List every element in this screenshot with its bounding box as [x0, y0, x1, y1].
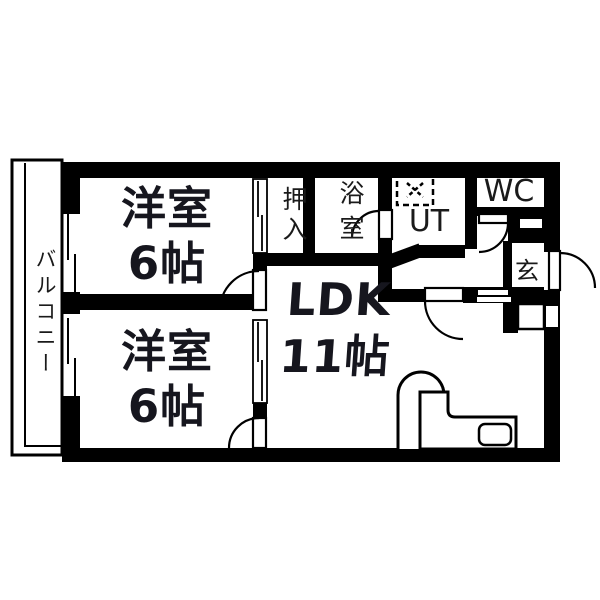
- ldk-name: LDK: [285, 273, 393, 326]
- ldk-label: LDK 11帖: [258, 271, 416, 385]
- wall-right-a: [544, 162, 560, 252]
- door-entrance: [547, 249, 597, 292]
- room2-name: 洋室: [120, 325, 213, 378]
- balcony-label: バルコニー: [33, 248, 57, 378]
- niche-wc-side: [520, 219, 542, 228]
- door-bathroom: [350, 208, 394, 241]
- entrance-step: [516, 302, 546, 331]
- wall-hall-bottom-left: [392, 289, 425, 302]
- wall-closet-right: [303, 178, 315, 253]
- room2-sliding-door: [252, 319, 268, 404]
- door-room1: [218, 268, 268, 312]
- wall-niches: [477, 219, 558, 327]
- wall-ldk-top: [253, 253, 392, 266]
- shoe-cabinet-slit-2: [477, 297, 511, 302]
- washing-machine-icon: [395, 173, 435, 207]
- wall-entrance-under: [503, 303, 518, 333]
- window-room2: [67, 318, 76, 398]
- door-room2: [227, 416, 268, 450]
- wall-left-a: [62, 162, 80, 214]
- closet-label: 押入: [279, 186, 308, 246]
- wall-ut-wc: [465, 177, 477, 249]
- partition-seg-2: [253, 403, 267, 418]
- kitchen-sink: [477, 422, 513, 447]
- wall-right-b: [544, 290, 560, 462]
- wall-ut-bottom: [416, 245, 465, 258]
- window-room1: [67, 214, 76, 298]
- balcony-outline: [10, 158, 64, 457]
- wall-diagonal: [383, 243, 424, 270]
- door-ldk: [423, 286, 465, 341]
- wall-wc-bottom: [477, 207, 544, 216]
- kitchen: [396, 370, 518, 451]
- wall-bottom: [62, 448, 560, 462]
- ldk-size: 11帖: [277, 330, 393, 383]
- toilet-label: WC: [483, 174, 535, 209]
- wall-room-divider: [62, 294, 267, 310]
- wall-top: [62, 162, 560, 178]
- closet-sliding-door: [252, 178, 268, 254]
- room1-name: 洋室: [120, 182, 213, 235]
- wall-entrance-left: [503, 241, 512, 290]
- entrance-label: 玄: [515, 257, 539, 285]
- wall-bath-b: [378, 237, 392, 302]
- utility-label: UT: [408, 204, 450, 239]
- bathroom-label: 浴室: [336, 180, 365, 250]
- room2-size: 6帖: [127, 380, 207, 433]
- wall-bath-a: [378, 178, 392, 211]
- room1-size: 6帖: [127, 237, 207, 290]
- room1-label: 洋室 6帖: [80, 181, 254, 291]
- niche-right-wall: [546, 306, 558, 327]
- shoe-cabinet-slit-1: [478, 290, 508, 295]
- room2-label: 洋室 6帖: [80, 324, 254, 434]
- door-toilet: [477, 212, 510, 254]
- wall-left-c: [62, 396, 80, 462]
